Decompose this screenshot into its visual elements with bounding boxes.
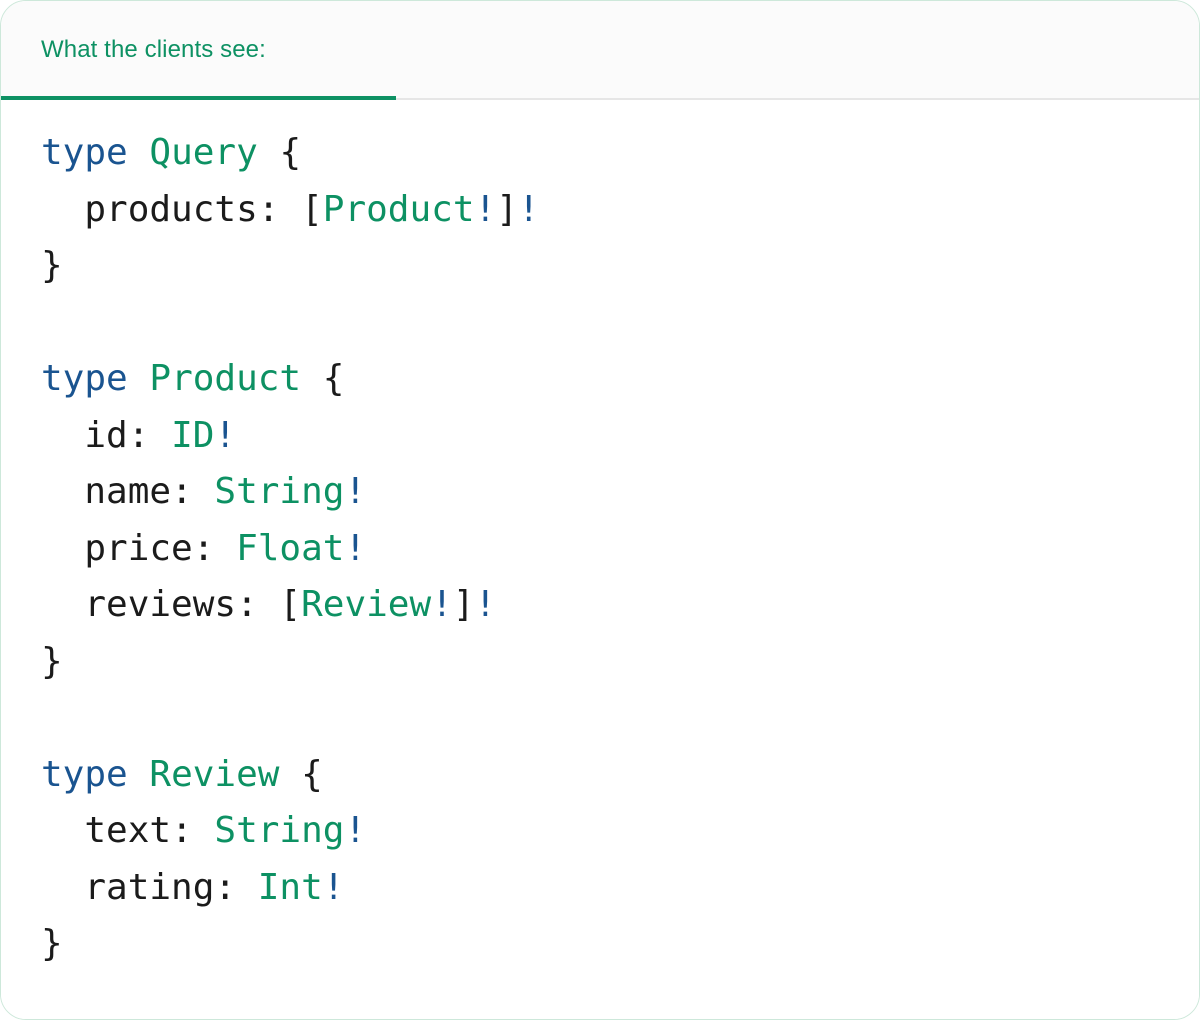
- code-token-type: Review: [149, 753, 280, 795]
- code-token-field: name: [41, 471, 172, 512]
- code-line: reviews: [Review!]!: [41, 577, 1199, 634]
- code-line: name: String!: [41, 464, 1199, 521]
- code-token-bang: !: [431, 584, 453, 625]
- code-token-punc: [128, 754, 150, 795]
- code-token-punc: : [: [236, 584, 302, 625]
- code-token-punc: {: [257, 132, 302, 173]
- code-token-bang: !: [517, 188, 540, 230]
- code-token-type: Product: [149, 358, 302, 399]
- code-area[interactable]: type Query { products: [Product!]!} type…: [1, 100, 1199, 1019]
- code-token-punc: :: [192, 527, 237, 569]
- code-token-bang: !: [474, 188, 497, 230]
- code-token-field: id: [41, 414, 128, 456]
- code-token-field: rating: [41, 866, 215, 908]
- tab-label: What the clients see:: [41, 35, 266, 63]
- code-line: type Query {: [41, 125, 1199, 182]
- code-line: [41, 690, 1199, 747]
- code-token-bang: !: [322, 866, 345, 908]
- code-token-punc: ]: [496, 188, 518, 230]
- code-token-bang: !: [214, 414, 237, 456]
- code-token-type: String: [214, 810, 345, 851]
- code-line: rating: Int!: [41, 860, 1199, 917]
- code-line: }: [41, 238, 1199, 295]
- code-token-type: Query: [149, 132, 258, 173]
- code-line: }: [41, 634, 1199, 691]
- code-token-bang: !: [344, 471, 367, 512]
- code-token-type: Float: [236, 527, 345, 569]
- code-line: type Review {: [41, 747, 1199, 804]
- code-token-punc: :: [171, 471, 215, 512]
- code-token-punc: :: [127, 414, 172, 456]
- code-token-punc: }: [41, 245, 63, 286]
- code-token-punc: : [: [257, 188, 323, 230]
- code-line: text: String!: [41, 803, 1199, 860]
- code-token-type: ID: [171, 414, 215, 456]
- code-token-kw: type: [41, 358, 128, 399]
- code-token-punc: [128, 358, 150, 399]
- code-line: id: ID!: [41, 408, 1199, 465]
- code-token-punc: :: [214, 866, 258, 908]
- tab-bar: What the clients see:: [1, 1, 1199, 100]
- code-token-field: price: [41, 527, 193, 569]
- code-token-type: Product: [322, 188, 475, 230]
- code-token-bang: !: [344, 810, 367, 851]
- code-token-bang: !: [344, 527, 367, 569]
- code-token-type: Int: [257, 866, 323, 908]
- code-token-punc: [128, 132, 150, 173]
- code-token-field: products: [41, 188, 258, 230]
- tab-what-the-clients-see[interactable]: What the clients see:: [1, 1, 396, 100]
- code-line: products: [Product!]!: [41, 182, 1199, 239]
- code-token-type: String: [214, 471, 345, 512]
- code-token-kw: type: [41, 753, 128, 795]
- tab-active-indicator: [1, 96, 396, 100]
- code-line: }: [41, 916, 1199, 973]
- code-token-punc: }: [41, 923, 63, 964]
- code-line: price: Float!: [41, 521, 1199, 578]
- code-token-punc: :: [171, 810, 215, 851]
- code-token-punc: {: [279, 753, 323, 795]
- graphql-schema-code: type Query { products: [Product!]!} type…: [41, 125, 1199, 973]
- code-token-bang: !: [474, 584, 497, 625]
- code-token-type: Review: [301, 584, 432, 625]
- code-line: [41, 295, 1199, 352]
- code-token-kw: type: [41, 132, 128, 173]
- code-token-punc: ]: [452, 584, 475, 625]
- code-token-punc: {: [301, 358, 345, 399]
- code-line: type Product {: [41, 351, 1199, 408]
- code-token-punc: }: [41, 640, 63, 682]
- code-token-field: text: [41, 810, 172, 851]
- code-token-field: reviews: [41, 584, 237, 625]
